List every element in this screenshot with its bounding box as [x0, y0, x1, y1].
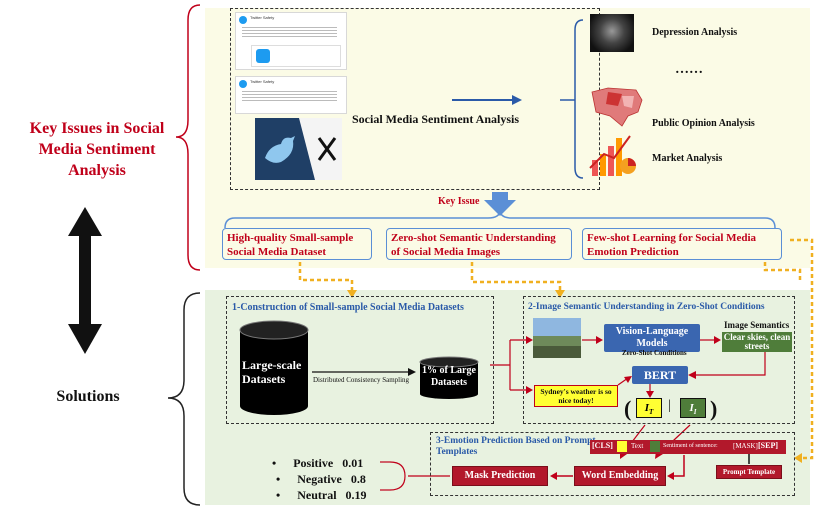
result-row-negative: • Negative 0.8 — [276, 472, 366, 487]
tweet-author: Twitter Safety — [250, 15, 275, 20]
text-token: Text — [631, 442, 644, 450]
key-issue-label: Key Issue — [438, 196, 480, 207]
bird-and-x-icon — [265, 118, 342, 180]
clear-skies-text: Clear skies, clean streets — [723, 332, 791, 351]
text-yellow-swatch — [617, 441, 627, 452]
section-1-title: 1-Construction of Small-sample Social Me… — [232, 302, 464, 313]
mask-prediction-box: Mask Prediction — [452, 466, 548, 486]
tweet-card-1: Twitter Safety — [235, 12, 347, 70]
double-arrow — [68, 207, 102, 354]
word-embedding-box: Word Embedding — [574, 466, 666, 486]
bullet: • — [276, 472, 281, 486]
us-map-image — [591, 87, 643, 127]
result-row-neutral: • Neutral 0.19 — [276, 488, 367, 503]
image-embedding-token: II — [680, 398, 706, 418]
twitter-bird-icon — [256, 49, 270, 63]
market-chart-image — [589, 135, 636, 176]
key-issues-title: Key Issues in Social Media Sentiment Ana… — [29, 120, 165, 179]
issue-3-text: Few-shot Learning for Social Media Emoti… — [587, 232, 757, 258]
bullet: • — [276, 488, 281, 502]
tweet-card-2: Twitter Safety — [235, 76, 347, 114]
sydney-photo — [533, 318, 581, 358]
large-scale-datasets-label: Large-scale Datasets — [242, 358, 302, 386]
app-depression-analysis: Depression Analysis — [652, 27, 738, 38]
tweet-author: Twitter Safety — [250, 79, 275, 84]
bullet: • — [272, 456, 277, 470]
issue-1-text: High-quality Small-sample Social Media D… — [227, 232, 354, 258]
large-dataset-cylinder-icon — [239, 320, 309, 415]
red-brace — [175, 4, 201, 271]
prompt-template-label: Prompt Template — [722, 468, 776, 476]
sydney-caption-box: Sydney's weather is so nice today! — [534, 385, 618, 407]
issue-2-text: Zero-shot Semantic Understanding of Soci… — [391, 232, 556, 258]
token-bracket-right: ) — [710, 396, 718, 421]
word-embedding-label: Word Embedding — [581, 470, 659, 481]
result-value: 0.19 — [345, 488, 367, 502]
result-value: 0.8 — [350, 472, 366, 486]
result-label: Neutral — [297, 488, 337, 502]
section-3-title: 3-Emotion Prediction Based on Prompt Tem… — [436, 436, 596, 457]
bert-box: BERT — [632, 366, 688, 384]
bert-label: BERT — [643, 368, 677, 382]
section-2-title: 2-Image Semantic Understanding in Zero-S… — [528, 302, 765, 312]
clear-skies-box: Clear skies, clean streets — [722, 332, 792, 352]
app-market-analysis: Market Analysis — [652, 153, 723, 164]
twitter-avatar-icon — [239, 16, 247, 24]
solutions-title: Solutions — [56, 388, 120, 405]
section-3-frame — [430, 432, 795, 496]
tweet-text-lines — [242, 91, 337, 103]
app-ellipsis: …… — [675, 62, 703, 77]
result-row-positive: • Positive 0.01 — [272, 456, 363, 471]
result-value: 0.01 — [342, 456, 364, 470]
vision-language-models-box: Vision-Language Models — [604, 324, 700, 352]
tweet-link-card — [251, 45, 341, 67]
result-label: Negative — [297, 472, 342, 486]
social-media-sentiment-analysis-label: Social Media Sentiment Analysis — [352, 112, 520, 126]
section-1-frame — [226, 296, 494, 424]
image-green-swatch — [650, 441, 660, 452]
sampling-label: Distributed Consistency Sampling — [313, 376, 410, 384]
sep-token: [SEP] — [758, 441, 778, 450]
sentiment-of-sentence-token: Sentiment of sentence: — [663, 443, 718, 449]
one-percent-label: 1% of Large Datasets — [422, 365, 476, 388]
token-separator: | — [668, 398, 671, 413]
zero-shot-conditions-label: Zero-Shot Conditions — [622, 349, 687, 357]
black-brace — [167, 292, 201, 506]
cls-token: [CLS] — [592, 441, 613, 450]
issue-box-2: Zero-shot Semantic Understanding of Soci… — [386, 228, 572, 260]
section-2-frame — [523, 296, 795, 424]
token-bracket-left: ( — [624, 396, 632, 421]
twitter-x-logo — [255, 118, 342, 180]
prompt-template-box: Prompt Template — [716, 465, 782, 479]
vlm-label: Vision-Language Models — [615, 326, 689, 349]
sydney-caption: Sydney's weather is so nice today! — [540, 387, 612, 405]
issue-box-1: High-quality Small-sample Social Media D… — [222, 228, 372, 260]
prompt-token-row — [590, 440, 786, 454]
twitter-avatar-icon — [239, 80, 247, 88]
image-semantics-label: Image Semantics — [724, 320, 790, 330]
result-label: Positive — [293, 456, 334, 470]
issue-box-3: Few-shot Learning for Social Media Emoti… — [582, 228, 782, 260]
mask-prediction-label: Mask Prediction — [464, 470, 536, 481]
app-public-opinion-analysis: Public Opinion Analysis — [652, 118, 755, 129]
small-dataset-cylinder-icon — [419, 356, 479, 399]
depression-image — [590, 14, 634, 52]
mask-token: [MASK] — [733, 442, 758, 450]
tweet-text-lines — [242, 27, 337, 39]
text-embedding-token: IT — [636, 398, 662, 418]
